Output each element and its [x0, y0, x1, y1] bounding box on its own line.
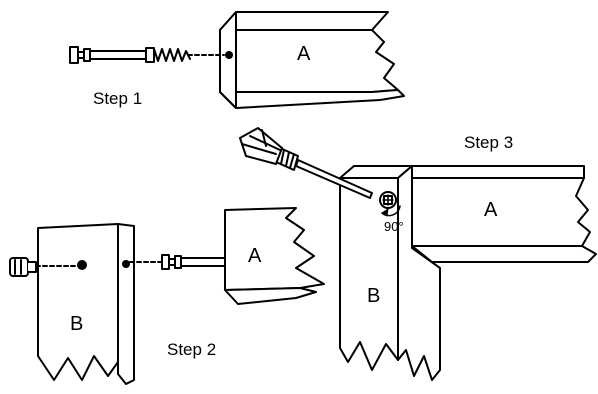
part-label-b: B — [70, 313, 83, 335]
step2-hole-edge — [122, 260, 130, 268]
screwdriver-icon — [239, 127, 373, 199]
step1-label: Step 1 — [93, 89, 142, 108]
step1-bore-hole — [225, 51, 233, 59]
step3-label: Step 3 — [464, 133, 513, 152]
rotate-arrow-head — [381, 208, 389, 217]
step3-panel-a: A — [411, 165, 597, 263]
cam-lock-icon — [9, 257, 37, 277]
step2-panel-b: B — [37, 223, 135, 385]
step2-panel-a: A — [224, 207, 325, 305]
part-label-a: A — [484, 199, 498, 221]
part-label-a: A — [297, 43, 311, 65]
cam-bolt-icon — [69, 46, 191, 64]
step1-panel-a: A — [219, 11, 405, 109]
step3-cam — [379, 191, 397, 209]
step2-bolt — [161, 254, 226, 270]
part-label-b: B — [367, 285, 380, 307]
step3-panel-b: B — [339, 165, 441, 381]
rotation-label: 90° — [384, 219, 404, 234]
part-label-a: A — [248, 245, 262, 267]
step2-hole-front — [77, 260, 87, 270]
step2-label: Step 2 — [167, 340, 216, 359]
